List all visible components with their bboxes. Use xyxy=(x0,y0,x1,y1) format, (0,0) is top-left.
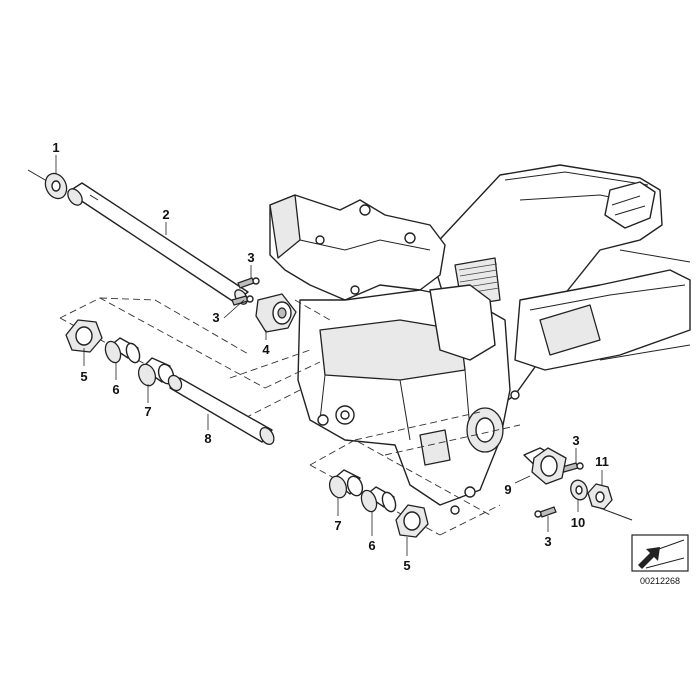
callout-3: 3 xyxy=(572,433,579,448)
part-6-bushing-left xyxy=(104,337,141,364)
callout-3: 3 xyxy=(544,534,551,549)
callout-labels: 1 2 3 3 4 5 6 7 8 7 6 5 9 3 3 10 11 xyxy=(52,140,608,573)
document-id: 00212268 xyxy=(640,576,680,586)
callout-1: 1 xyxy=(52,140,59,155)
part-2-shaft xyxy=(67,182,249,305)
part-10-washer xyxy=(570,479,588,501)
part-3-bolt-lower-left xyxy=(231,295,254,306)
callout-7: 7 xyxy=(144,404,151,419)
callout-3: 3 xyxy=(212,310,219,325)
part-3-bolt-upper-right xyxy=(561,462,584,473)
callout-9: 9 xyxy=(504,482,511,497)
callout-3: 3 xyxy=(247,250,254,265)
orientation-arrow-icon xyxy=(631,534,689,572)
callout-5: 5 xyxy=(80,369,87,384)
callout-4: 4 xyxy=(262,342,270,357)
part-7-sleeve-right xyxy=(328,469,364,499)
callout-10: 10 xyxy=(571,515,585,530)
part-3-bolt-lower-right xyxy=(534,506,557,518)
callout-5: 5 xyxy=(403,558,410,573)
callout-7: 7 xyxy=(334,518,341,533)
part-8-tube xyxy=(167,374,275,446)
part-3-bolt-upper-left xyxy=(237,277,260,289)
callout-8: 8 xyxy=(204,431,211,446)
part-11-nut xyxy=(587,483,613,510)
leader-lines xyxy=(55,155,603,556)
part-5-flange-left xyxy=(65,319,103,353)
part-1-washer xyxy=(44,172,68,200)
part-9-flange xyxy=(523,447,567,485)
part-6-bushing-right xyxy=(360,486,397,513)
frame-assembly xyxy=(269,164,691,515)
callout-2: 2 xyxy=(162,207,169,222)
callout-6: 6 xyxy=(368,538,375,553)
part-5-flange-right xyxy=(395,504,429,538)
callout-6: 6 xyxy=(112,382,119,397)
part-4-flange xyxy=(255,293,297,333)
part-7-sleeve-left xyxy=(137,357,175,387)
callout-11: 11 xyxy=(595,454,609,469)
